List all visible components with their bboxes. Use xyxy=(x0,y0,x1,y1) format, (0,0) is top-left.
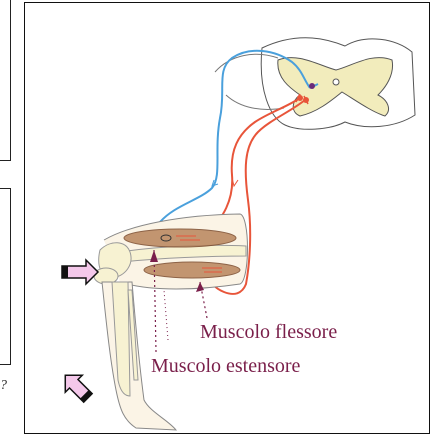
right-arrow-icon xyxy=(62,260,98,284)
extensor-muscle-label: Muscolo estensore xyxy=(151,356,300,376)
flexor-muscle-label: Muscolo flessore xyxy=(200,322,337,342)
extensor-muscle xyxy=(124,229,236,247)
spinal-cord xyxy=(261,38,415,130)
synapse-dot xyxy=(309,83,315,89)
flexor-muscle xyxy=(144,262,240,278)
diagonal-arrow-icon xyxy=(57,367,97,407)
